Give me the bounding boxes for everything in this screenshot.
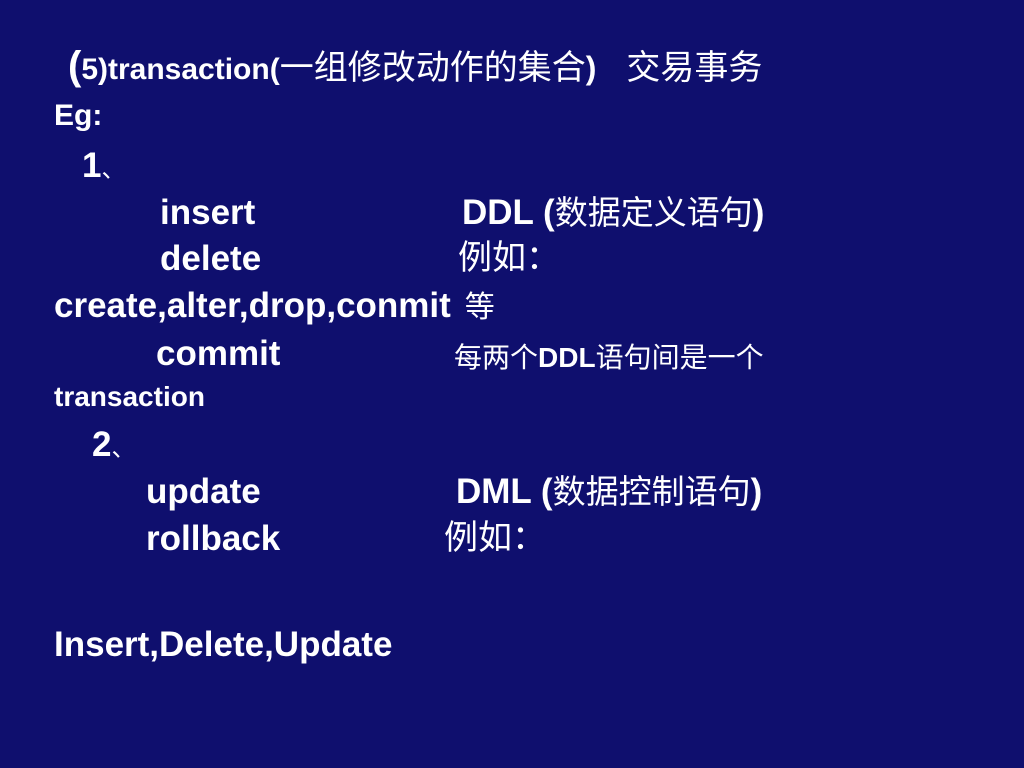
eg-label: Eg: [54, 99, 103, 132]
item-2-marker: 2、 [92, 427, 135, 462]
ddl-cjk: 数据定义语句 [554, 193, 753, 232]
ddl-example-label: 例如： [458, 238, 560, 278]
title-cjk-desc: 一组修改动作的集合 [279, 48, 586, 88]
keyword-delete: delete [160, 239, 262, 278]
commit-desc-a: 每两个 [454, 341, 539, 374]
commit-desc-ddl: DDL [538, 342, 596, 373]
dml-example-label: 例如： [444, 518, 546, 558]
title-close-paren: ) [585, 50, 597, 86]
ddl-close: ) [752, 193, 765, 232]
slide-title: (5)transaction(一组修改动作的集合) 交易事务 [68, 46, 762, 86]
title-open-paren: ( [68, 44, 82, 88]
transaction-word: transaction [54, 381, 205, 412]
title-term: 5)transaction( [81, 53, 280, 86]
item-2-number: 2 [92, 425, 112, 464]
ddl-examples-list: create,alter,drop,conmit [54, 286, 451, 325]
ddl-description: DDL (数据定义语句) [462, 195, 764, 230]
ddl-examples-line: create,alter,drop,conmit 等 [54, 288, 495, 323]
dml-close: ) [750, 472, 763, 511]
dml-description: DML (数据控制语句) [456, 474, 762, 509]
item-1-mark: 、 [101, 155, 126, 183]
commit-desc-b: 语句间是一个 [595, 341, 764, 374]
keyword-commit: commit [156, 334, 281, 373]
dml-cjk: 数据控制语句 [552, 472, 751, 511]
keyword-rollback: rollback [146, 519, 281, 558]
keyword-insert: insert [160, 193, 256, 232]
item-1-number: 1 [82, 146, 102, 185]
item-2-mark: 、 [111, 434, 136, 462]
ddl-examples-suffix: 等 [464, 290, 495, 325]
commit-description: 每两个DDL语句间是一个 [454, 338, 764, 373]
keyword-update: update [146, 472, 261, 511]
item-1-marker: 1、 [82, 148, 125, 183]
dml-examples-line: Insert,Delete,Update [54, 625, 393, 664]
title-translation: 交易事务 [626, 48, 763, 88]
dml-label: DML ( [456, 472, 553, 511]
ddl-label: DDL ( [462, 193, 555, 232]
